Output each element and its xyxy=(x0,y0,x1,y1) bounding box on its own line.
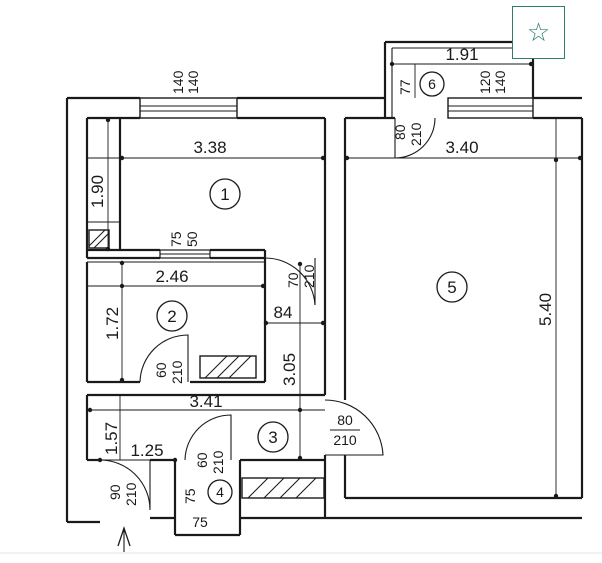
dim-window-140c: 140 xyxy=(492,70,508,94)
dim-125: 1.25 xyxy=(130,441,163,460)
door-arcs xyxy=(99,117,436,511)
favorite-button[interactable]: ☆ xyxy=(512,6,565,59)
windows xyxy=(139,97,534,259)
room-marker-6 xyxy=(419,71,445,97)
dimension-lines xyxy=(87,61,583,552)
dim-75b: 75 xyxy=(192,514,208,530)
dim-room2-width: 2.46 xyxy=(155,267,188,286)
dim-room5-depth: 5.40 xyxy=(536,293,555,326)
dim-door-80a: 80 xyxy=(337,412,353,428)
dim-door-60b-height: 210 xyxy=(210,450,226,474)
dim-balcony-77: 77 xyxy=(397,79,413,95)
room-label-6: 6 xyxy=(428,76,436,92)
star-icon: ☆ xyxy=(526,17,551,48)
hatched-fixtures xyxy=(88,229,325,499)
dim-75b-top: 75 xyxy=(182,488,198,504)
dim-door-60a-height: 210 xyxy=(169,360,185,384)
room-markers: 1 2 3 4 5 6 xyxy=(156,71,468,505)
room-label-1: 1 xyxy=(220,185,229,204)
dim-door-70-height: 210 xyxy=(301,264,317,288)
dim-door-60a: 60 xyxy=(153,362,169,378)
room-marker-1 xyxy=(209,178,241,210)
room-label-5: 5 xyxy=(447,278,456,297)
dim-door-60b: 60 xyxy=(194,452,210,468)
dim-room2-depth: 1.72 xyxy=(103,307,122,340)
room-marker-4 xyxy=(207,479,233,505)
dim-balcony-width: 1.91 xyxy=(445,45,478,64)
dim-window-140a: 140 xyxy=(170,70,186,94)
dim-window-140b: 140 xyxy=(185,70,201,94)
dim-room1-width: 3.38 xyxy=(193,138,226,157)
dim-window-120: 120 xyxy=(477,70,493,94)
dim-door-75: 75 xyxy=(168,231,184,247)
room-marker-5 xyxy=(436,271,468,303)
dim-door-50: 50 xyxy=(184,231,200,247)
room-marker-3 xyxy=(257,421,289,453)
interior-walls xyxy=(85,118,347,537)
dim-room3-height: 3.05 xyxy=(280,353,299,386)
dim-door-80b: 80 xyxy=(392,124,408,140)
dim-room5-width: 3.40 xyxy=(445,138,478,157)
dim-door-90-height: 210 xyxy=(123,482,139,506)
room-label-2: 2 xyxy=(167,307,176,326)
dim-door-70: 70 xyxy=(285,272,301,288)
dim-door-80a-height: 210 xyxy=(333,432,357,448)
room-marker-2 xyxy=(156,300,188,332)
dim-room1-depth: 1.90 xyxy=(88,175,107,208)
room-label-3: 3 xyxy=(268,428,277,447)
dim-157: 1.57 xyxy=(102,422,121,455)
dimension-labels: 140 140 3.38 1.90 75 50 2.46 1.72 70 210… xyxy=(88,45,555,530)
room-label-4: 4 xyxy=(216,484,224,500)
balcony xyxy=(383,40,535,118)
dim-door-80b-height: 210 xyxy=(408,122,424,146)
dim-door-90: 90 xyxy=(107,484,123,500)
dim-84: 84 xyxy=(274,303,293,322)
outer-walls xyxy=(65,96,584,524)
dim-room3-width: 3.41 xyxy=(189,392,222,411)
